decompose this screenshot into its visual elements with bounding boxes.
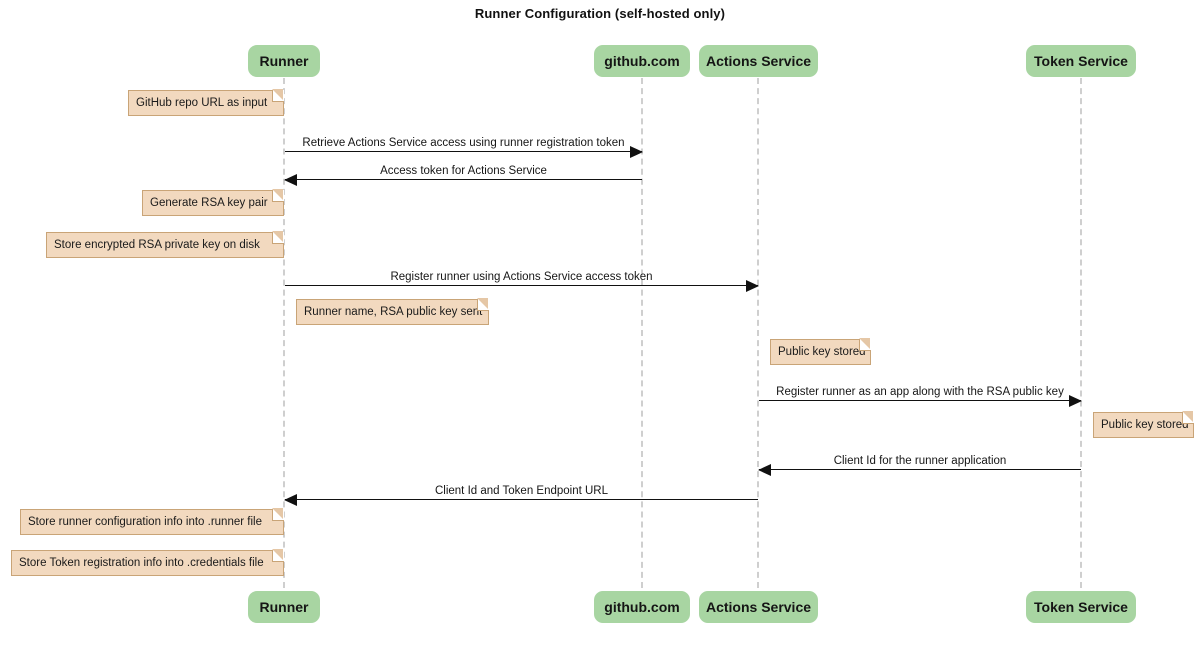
note-runner-name-public-key: Runner name, RSA public key sent [296, 298, 489, 325]
note-fold-icon [272, 89, 284, 102]
participant-label: github.com [604, 53, 680, 69]
note-fold-icon [272, 189, 284, 202]
participant-runner-top[interactable]: Runner [248, 45, 320, 77]
message-client-id-and-token-endpoint: Client Id and Token Endpoint URL [284, 478, 758, 506]
arrowhead-right-icon [1069, 395, 1082, 407]
participant-label: Actions Service [705, 599, 812, 615]
participant-label: Token Service [1034, 53, 1128, 69]
note-text: Runner name, RSA public key sent [304, 306, 483, 318]
participant-github-top[interactable]: github.com [594, 45, 690, 77]
message-label: Register runner as an app along with the… [776, 386, 1064, 398]
note-store-encrypted-rsa-key: Store encrypted RSA private key on disk [46, 231, 284, 258]
participant-runner-bottom[interactable]: Runner [248, 591, 320, 623]
note-text: Public key stored [1101, 419, 1189, 431]
participant-actions-service-top[interactable]: Actions Service [699, 45, 818, 77]
message-retrieve-actions-access: Retrieve Actions Service access using ru… [285, 130, 643, 158]
message-line [759, 469, 1081, 470]
participant-label: Token Service [1034, 599, 1128, 615]
note-text: Store runner configuration info into .ru… [28, 516, 262, 528]
note-fold-icon [272, 231, 284, 244]
message-line [285, 179, 642, 180]
message-label: Client Id for the runner application [833, 455, 1007, 467]
participant-token-service-bottom[interactable]: Token Service [1026, 591, 1136, 623]
lifeline-actions-service [757, 78, 759, 588]
note-text: GitHub repo URL as input [136, 97, 268, 109]
message-label: Access token for Actions Service [380, 165, 547, 177]
message-line [285, 499, 758, 500]
lifeline-token-service [1080, 78, 1082, 588]
message-label: Client Id and Token Endpoint URL [434, 485, 609, 497]
note-fold-icon [477, 298, 489, 311]
note-fold-icon [272, 508, 284, 521]
message-register-runner-as-app: Register runner as an app along with the… [759, 379, 1082, 407]
participant-actions-service-bottom[interactable]: Actions Service [699, 591, 818, 623]
participant-github-bottom[interactable]: github.com [594, 591, 690, 623]
lifeline-github [641, 78, 643, 588]
note-generate-rsa-key-pair: Generate RSA key pair [142, 189, 284, 216]
note-text: Store Token registration info into .cred… [19, 557, 264, 569]
participant-label: github.com [604, 599, 680, 615]
message-register-runner: Register runner using Actions Service ac… [285, 264, 759, 292]
note-public-key-stored-token: Public key stored [1093, 411, 1194, 438]
message-label: Register runner using Actions Service ac… [390, 271, 653, 283]
note-fold-icon [1182, 411, 1194, 424]
participant-label: Runner [259, 53, 309, 69]
arrowhead-right-icon [630, 146, 643, 158]
message-client-id: Client Id for the runner application [758, 448, 1081, 476]
message-label: Retrieve Actions Service access using ru… [302, 137, 625, 149]
note-store-token-registration: Store Token registration info into .cred… [11, 549, 284, 576]
lifeline-runner [283, 78, 285, 588]
note-text: Store encrypted RSA private key on disk [54, 239, 260, 251]
participant-token-service-top[interactable]: Token Service [1026, 45, 1136, 77]
note-fold-icon [272, 549, 284, 562]
participant-label: Runner [259, 599, 309, 615]
arrowhead-left-icon [284, 494, 297, 506]
message-line [285, 151, 642, 152]
note-text: Public key stored [778, 346, 866, 358]
note-store-runner-config: Store runner configuration info into .ru… [20, 508, 284, 535]
message-line [759, 400, 1081, 401]
diagram-title: Runner Configuration (self-hosted only) [474, 6, 726, 21]
note-public-key-stored-actions: Public key stored [770, 338, 871, 365]
arrowhead-left-icon [284, 174, 297, 186]
note-text: Generate RSA key pair [150, 197, 268, 209]
participant-label: Actions Service [705, 53, 812, 69]
arrowhead-right-icon [746, 280, 759, 292]
note-github-repo-url: GitHub repo URL as input [128, 89, 284, 116]
arrowhead-left-icon [758, 464, 771, 476]
message-access-token: Access token for Actions Service [284, 158, 642, 186]
note-fold-icon [859, 338, 871, 351]
message-line [285, 285, 758, 286]
